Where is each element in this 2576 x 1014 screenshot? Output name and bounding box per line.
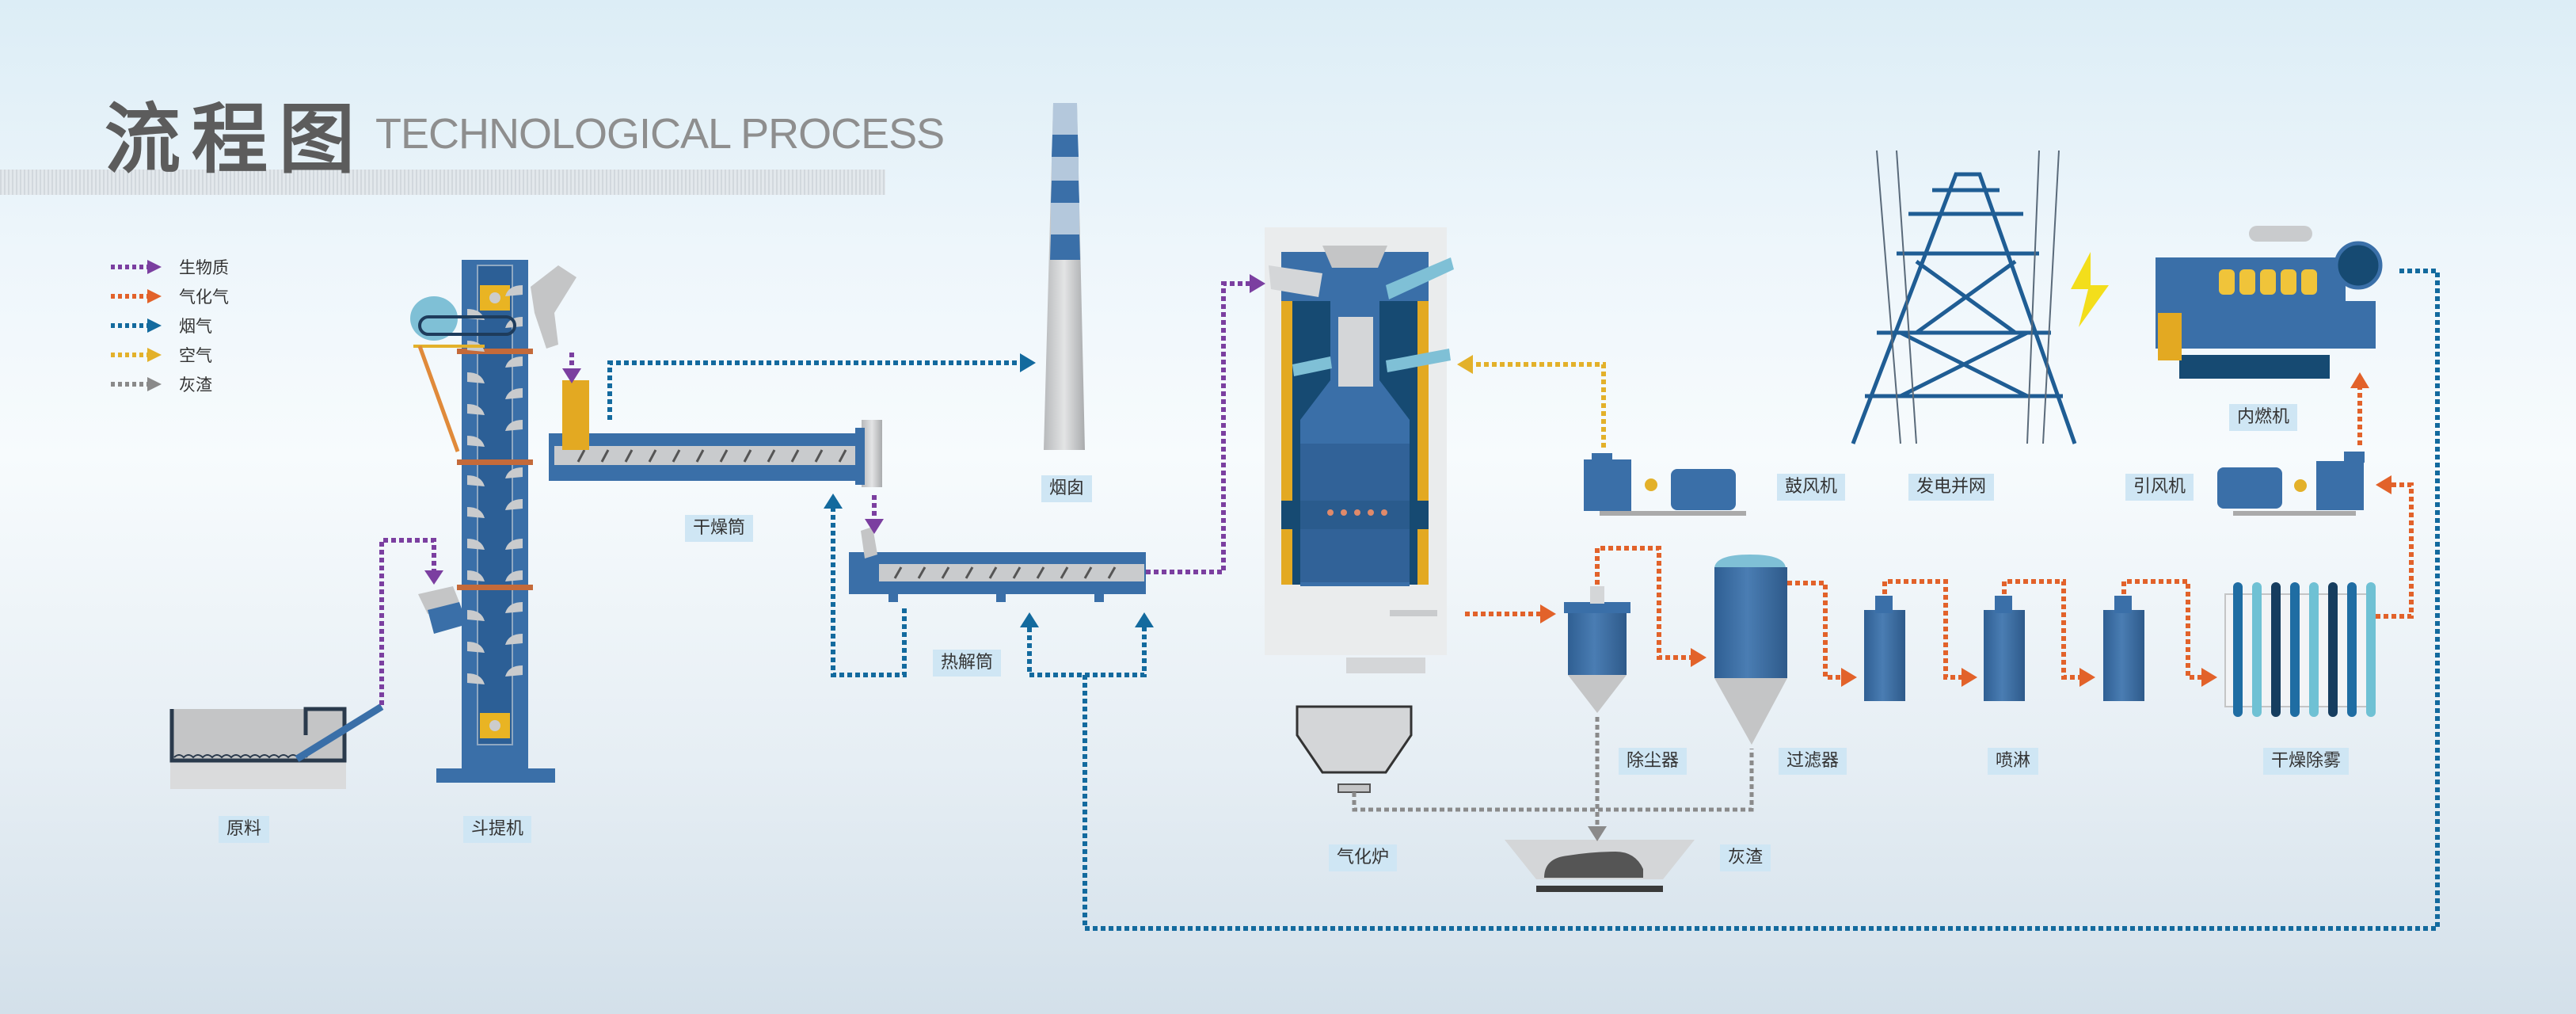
- label-filter: 过滤器: [1779, 748, 1847, 775]
- orange-arrow-icon: [111, 288, 162, 303]
- legend: 生物质 气化气 烟气 空气 灰渣: [109, 252, 229, 398]
- gray-arrow-icon: [111, 376, 162, 391]
- pyrolysis-drum: [849, 527, 1146, 602]
- legend-item-flue-gas: 烟气: [109, 311, 229, 340]
- arrowhead: [1457, 355, 1473, 374]
- label-raw-material: 原料: [219, 816, 270, 843]
- legend-item-biomass: 生物质: [109, 252, 229, 281]
- label-grid: 发电并网: [1908, 474, 1995, 501]
- arrowhead: [865, 519, 884, 534]
- lightning-bolt-icon: [2071, 252, 2109, 327]
- arrowhead: [1841, 668, 1857, 687]
- label-gasifier: 气化炉: [1329, 844, 1398, 871]
- flow-syngas-demister-to-fan: [2376, 482, 2414, 619]
- label-blower: 鼓风机: [1777, 474, 1846, 501]
- arrowhead: [1540, 604, 1556, 623]
- ash-bin: [1505, 840, 1695, 892]
- flow-syngas-dust-to-filter: [1595, 546, 1691, 660]
- arrowhead: [424, 570, 443, 585]
- flow-flue-pyrolysis-to-dryer: [831, 507, 907, 677]
- label-dust-collector: 除尘器: [1619, 748, 1688, 775]
- title-band: [0, 170, 885, 195]
- dust-collector: [1564, 586, 1630, 713]
- filter-vessel: [1714, 555, 1787, 745]
- label-bucket-elevator: 斗提机: [463, 816, 532, 843]
- arrowhead: [1961, 668, 1977, 687]
- flow-syngas-filter-to-spray1: [1787, 581, 1841, 680]
- label-pyrolysis-drum: 热解筒: [933, 650, 1002, 677]
- raw-material-bin: [169, 703, 384, 789]
- legend-label: 烟气: [179, 316, 212, 336]
- chimney: [1044, 103, 1085, 450]
- legend-label: 生物质: [179, 257, 229, 277]
- label-drying-drum: 干燥筒: [685, 515, 754, 542]
- label-engine: 内燃机: [2229, 404, 2298, 431]
- arrowhead: [824, 494, 843, 509]
- arrowhead: [2376, 475, 2391, 494]
- arrowhead: [562, 368, 581, 383]
- legend-label: 灰渣: [179, 375, 212, 395]
- legend-item-air: 空气: [109, 340, 229, 369]
- legend-label: 气化气: [179, 287, 229, 307]
- legend-label: 空气: [179, 345, 212, 365]
- flow-syngas-spray1-to-spray2: [1882, 579, 1961, 680]
- arrowhead: [1135, 612, 1154, 627]
- dry-demister: [2224, 582, 2376, 717]
- label-chimney: 烟囱: [1041, 475, 1093, 502]
- flow-biomass-raw-to-elevator: [379, 538, 436, 705]
- blue-arrow-icon: [111, 318, 162, 333]
- flow-syngas-spray2-to-spray3: [2002, 579, 2079, 680]
- arrowhead: [2201, 668, 2217, 687]
- drying-drum: [549, 380, 882, 487]
- bucket-elevator: [410, 260, 576, 783]
- legend-item-syngas: 气化气: [109, 281, 229, 311]
- purple-arrow-icon: [111, 259, 162, 274]
- arrowhead: [2079, 668, 2095, 687]
- flow-flue-engine-loop: [1027, 269, 2440, 931]
- flow-flue-dryer-to-chimney: [607, 360, 1022, 420]
- gas-engine: [2156, 226, 2383, 379]
- flow-flue-branch: [1085, 626, 1147, 677]
- arrowhead: [2350, 372, 2369, 388]
- induced-fan: [2217, 452, 2365, 516]
- flow-syngas-spray3-to-demister: [2121, 579, 2201, 680]
- page-subtitle: TECHNOLOGICAL PROCESS: [375, 110, 945, 158]
- label-spray: 喷淋: [1988, 748, 2039, 775]
- gasifier: [1265, 227, 1454, 793]
- label-induced-fan: 引风机: [2125, 474, 2194, 501]
- yellow-arrow-icon: [111, 347, 162, 362]
- arrowhead: [1020, 353, 1036, 372]
- blower: [1584, 453, 1746, 516]
- arrowhead: [1691, 648, 1707, 667]
- power-tower: [1851, 150, 2077, 444]
- spray-towers: [1864, 596, 2144, 701]
- page-title: 流程图: [105, 95, 366, 184]
- flow-ash-collection: [1352, 749, 1754, 812]
- arrowhead: [1250, 274, 1265, 293]
- flow-biomass-pyrolysis-to-gasifier: [1146, 281, 1251, 574]
- label-ash: 灰渣: [1720, 844, 1771, 871]
- arrowhead: [1588, 826, 1607, 841]
- flow-air-blower-to-gasifier: [1471, 362, 1606, 448]
- arrowhead: [1020, 612, 1039, 627]
- legend-item-ash: 灰渣: [109, 369, 229, 398]
- label-dry-demister: 干燥除雾: [2263, 748, 2350, 775]
